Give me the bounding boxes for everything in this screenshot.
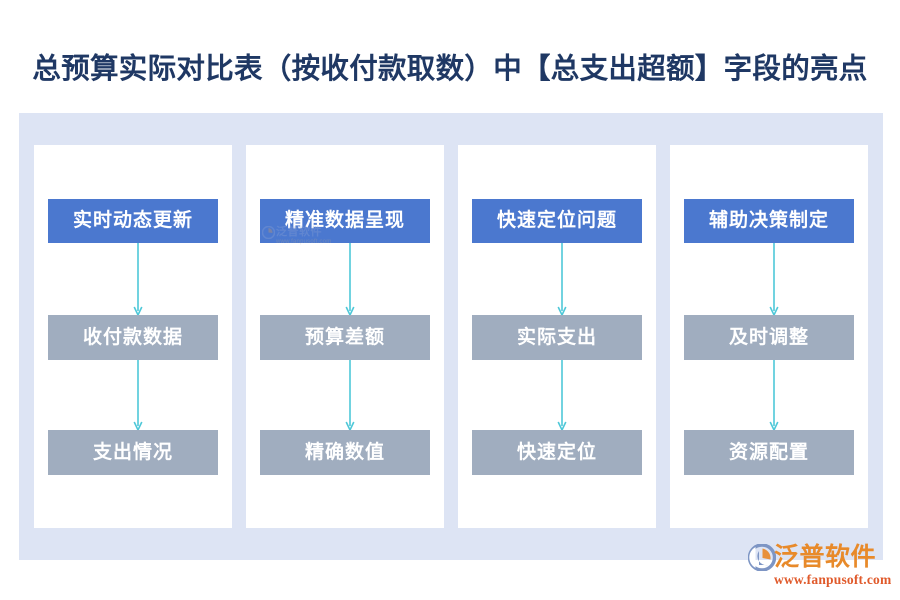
flow-step-box-3-1[interactable]: 实际支出 (472, 315, 642, 360)
flow-columns: 实时动态更新 收付款数据 支出情况 (34, 145, 868, 528)
brand-url: www.fanpusoft.com (774, 572, 892, 587)
flow-head-box-1[interactable]: 实时动态更新 (48, 199, 218, 243)
flow-head-box-3[interactable]: 快速定位问题 (472, 199, 642, 243)
flow-column-2: 精准数据呈现 泛普软件 www.fanpusoft.com (246, 145, 444, 528)
flow-arrow-3-1 (556, 243, 568, 317)
page-title: 总预算实际对比表（按收付款取数）中【总支出超额】字段的亮点 (32, 54, 868, 85)
flow-arrow-1-2 (132, 360, 144, 432)
flow-step-box-2-2[interactable]: 精确数值 (260, 430, 430, 475)
flow-head-box-2[interactable]: 精准数据呈现 (260, 199, 430, 243)
flow-step-box-2-1[interactable]: 预算差额 (260, 315, 430, 360)
brand-name: 泛普软件 (774, 543, 877, 571)
flow-step-box-3-2[interactable]: 快速定位 (472, 430, 642, 475)
flow-arrow-4-2 (768, 360, 780, 432)
flow-step-box-4-1[interactable]: 及时调整 (684, 315, 854, 360)
fanpu-logo-icon (747, 543, 777, 572)
flow-arrow-4-1 (768, 243, 780, 317)
flow-column-1: 实时动态更新 收付款数据 支出情况 (34, 145, 232, 528)
flowchart-panel: 实时动态更新 收付款数据 支出情况 (19, 113, 883, 560)
flow-head-box-4[interactable]: 辅助决策制定 (684, 199, 854, 243)
flow-column-3: 快速定位问题 实际支出 快速定位 (458, 145, 656, 528)
flow-step-box-1-1[interactable]: 收付款数据 (48, 315, 218, 360)
brand-name-row: 泛普软件 (774, 543, 876, 571)
flow-step-box-1-2[interactable]: 支出情况 (48, 430, 218, 475)
flow-column-4: 辅助决策制定 及时调整 资源配置 (670, 145, 868, 528)
flow-arrow-3-2 (556, 360, 568, 432)
flow-arrow-2-1 (344, 243, 356, 317)
flow-arrow-2-2 (344, 360, 356, 432)
flow-step-box-4-2[interactable]: 资源配置 (684, 430, 854, 475)
flow-arrow-1-1 (132, 243, 144, 317)
brand-logo[interactable]: 泛普软件 www.fanpusoft.com (747, 543, 893, 593)
